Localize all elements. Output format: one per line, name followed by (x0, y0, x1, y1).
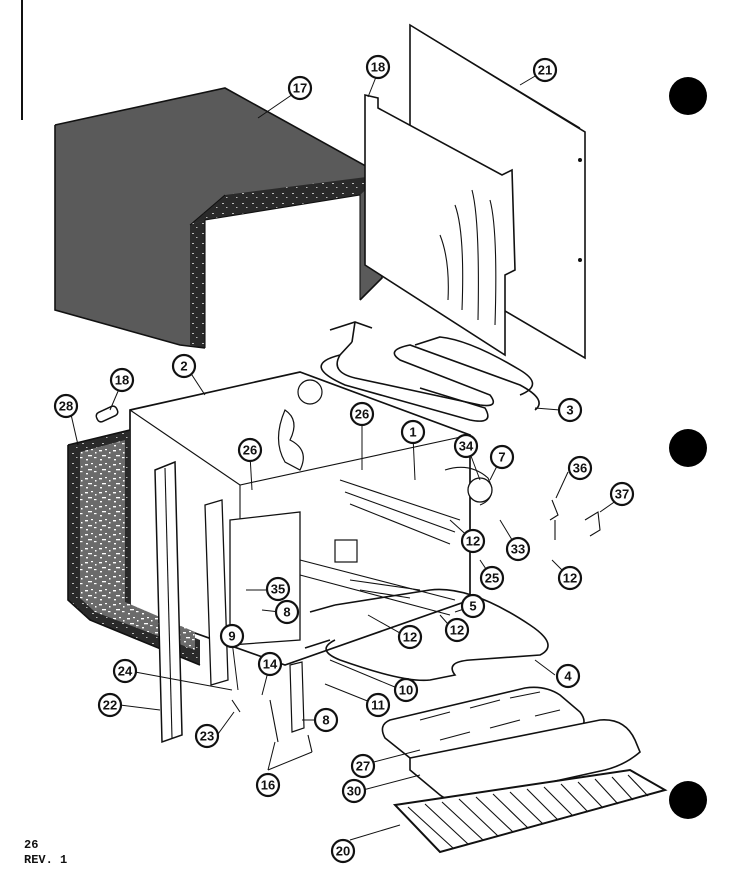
svg-text:26: 26 (355, 407, 369, 422)
callout-27: 27 (350, 753, 376, 779)
svg-text:25: 25 (485, 571, 499, 586)
bracket-part-37 (584, 511, 601, 537)
callout-16: 16 (255, 772, 281, 798)
bracket-part-36 (549, 499, 559, 540)
callout-26-side: 26 (237, 437, 263, 463)
svg-text:11: 11 (371, 698, 385, 713)
callout-26-top: 26 (349, 401, 375, 427)
screw-parts (231, 699, 313, 753)
bake-element (304, 588, 549, 682)
svg-text:7: 7 (498, 450, 505, 465)
callout-17: 17 (287, 75, 313, 101)
rear-insulation-sheet (364, 93, 516, 357)
callout-22: 22 (97, 692, 123, 718)
callout-33: 33 (505, 536, 531, 562)
svg-text:33: 33 (511, 542, 525, 557)
svg-text:20: 20 (336, 844, 350, 859)
callout-12-d: 12 (444, 617, 470, 643)
svg-text:5: 5 (469, 599, 476, 614)
svg-text:9: 9 (228, 629, 235, 644)
callout-28: 28 (53, 393, 79, 419)
insulation-wrap-top (54, 87, 383, 349)
callout-18-rear: 18 (365, 54, 391, 80)
callout-25: 25 (479, 565, 505, 591)
svg-text:34: 34 (459, 439, 474, 454)
callout-12-c: 12 (397, 624, 423, 650)
oven-rack (392, 768, 668, 854)
callout-7: 7 (489, 444, 515, 470)
svg-text:23: 23 (200, 729, 214, 744)
binder-hole-bottom (669, 781, 707, 819)
thermostat-knob-part (467, 477, 493, 503)
callout-18-spring: 18 (109, 367, 135, 393)
page-number: 26 (24, 838, 39, 852)
callout-10: 10 (393, 677, 419, 703)
callout-24: 24 (112, 658, 138, 684)
callout-21: 21 (532, 57, 558, 83)
svg-text:10: 10 (399, 683, 413, 698)
callout-12-b: 12 (557, 565, 583, 591)
svg-text:28: 28 (59, 399, 73, 414)
svg-text:37: 37 (615, 487, 629, 502)
binder-hole-middle (669, 429, 707, 467)
svg-text:16: 16 (261, 778, 275, 793)
callout-35: 35 (265, 576, 291, 602)
svg-text:1: 1 (409, 425, 416, 440)
svg-text:12: 12 (563, 571, 577, 586)
broil-element (320, 321, 540, 422)
svg-text:12: 12 (450, 623, 464, 638)
svg-text:8: 8 (322, 713, 329, 728)
svg-text:3: 3 (566, 403, 573, 418)
callout-8-a: 8 (274, 599, 300, 625)
svg-text:27: 27 (356, 759, 370, 774)
callout-4: 4 (555, 663, 581, 689)
svg-text:14: 14 (263, 657, 278, 672)
svg-text:12: 12 (466, 534, 480, 549)
callout-8-b: 8 (313, 707, 339, 733)
svg-text:30: 30 (347, 784, 361, 799)
svg-text:17: 17 (293, 81, 307, 96)
svg-text:4: 4 (564, 669, 572, 684)
svg-text:8: 8 (283, 605, 290, 620)
hinge-part-8 (289, 661, 305, 733)
callout-34: 34 (453, 433, 479, 459)
callout-9: 9 (219, 623, 245, 649)
spring-clip-part (95, 405, 119, 423)
binder-hole-top (669, 77, 707, 115)
oven-cavity (129, 371, 471, 666)
svg-text:18: 18 (115, 373, 129, 388)
callout-3: 3 (557, 397, 583, 423)
svg-text:26: 26 (243, 443, 257, 458)
callout-11: 11 (365, 692, 391, 718)
callout-5: 5 (460, 593, 486, 619)
callout-1: 1 (400, 419, 426, 445)
svg-text:24: 24 (118, 664, 133, 679)
callout-37: 37 (609, 481, 635, 507)
callout-20: 20 (330, 838, 356, 864)
callout-12-a: 12 (460, 528, 486, 554)
callout-14: 14 (257, 651, 283, 677)
callout-30: 30 (341, 778, 367, 804)
svg-text:22: 22 (103, 698, 117, 713)
callout-2: 2 (171, 353, 197, 379)
callout-36: 36 (567, 455, 593, 481)
svg-text:35: 35 (271, 582, 285, 597)
revision-label: REV. 1 (24, 853, 68, 867)
svg-text:18: 18 (371, 60, 385, 75)
svg-text:2: 2 (180, 359, 187, 374)
callout-23: 23 (194, 723, 220, 749)
svg-text:36: 36 (573, 461, 587, 476)
svg-text:12: 12 (403, 630, 417, 645)
svg-text:21: 21 (538, 63, 552, 78)
side-insulation (67, 429, 201, 666)
